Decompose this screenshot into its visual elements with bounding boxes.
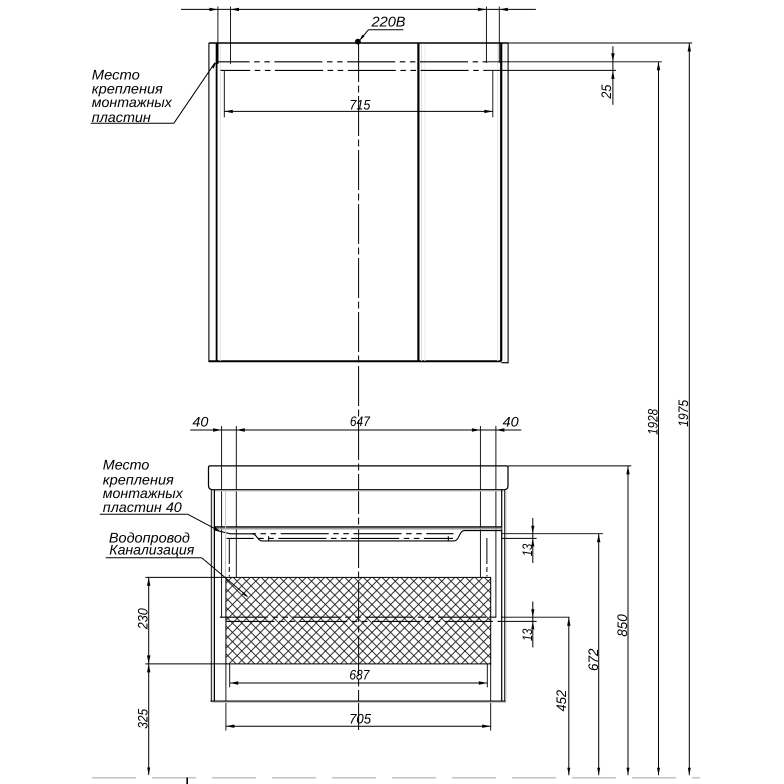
svg-text:850: 850	[615, 614, 630, 637]
svg-text:Водопровод: Водопровод	[109, 529, 190, 545]
svg-text:Канализация: Канализация	[109, 541, 195, 557]
svg-text:Место: Место	[92, 67, 140, 83]
svg-text:1928: 1928	[646, 409, 661, 435]
svg-text:452: 452	[554, 690, 569, 712]
svg-text:пластин 40: пластин 40	[103, 499, 182, 515]
svg-text:40: 40	[503, 415, 519, 430]
svg-text:1975: 1975	[676, 400, 691, 427]
svg-text:705: 705	[349, 712, 371, 727]
svg-text:крепления: крепления	[92, 80, 164, 96]
svg-text:13: 13	[520, 543, 535, 556]
svg-text:монтажных: монтажных	[92, 94, 173, 110]
svg-text:325: 325	[136, 709, 151, 729]
svg-text:13: 13	[520, 628, 535, 641]
svg-text:40: 40	[192, 415, 208, 430]
svg-text:Место: Место	[103, 457, 150, 473]
svg-text:230: 230	[135, 608, 150, 630]
svg-text:крепления: крепления	[103, 471, 175, 487]
svg-text:715: 715	[349, 98, 370, 113]
svg-text:25: 25	[599, 84, 614, 99]
svg-text:220В: 220В	[370, 14, 405, 30]
svg-text:монтажных: монтажных	[103, 485, 184, 501]
svg-text:647: 647	[350, 414, 371, 429]
svg-text:672: 672	[586, 648, 601, 671]
svg-text:пластин: пластин	[92, 109, 151, 125]
svg-text:687: 687	[349, 667, 370, 682]
